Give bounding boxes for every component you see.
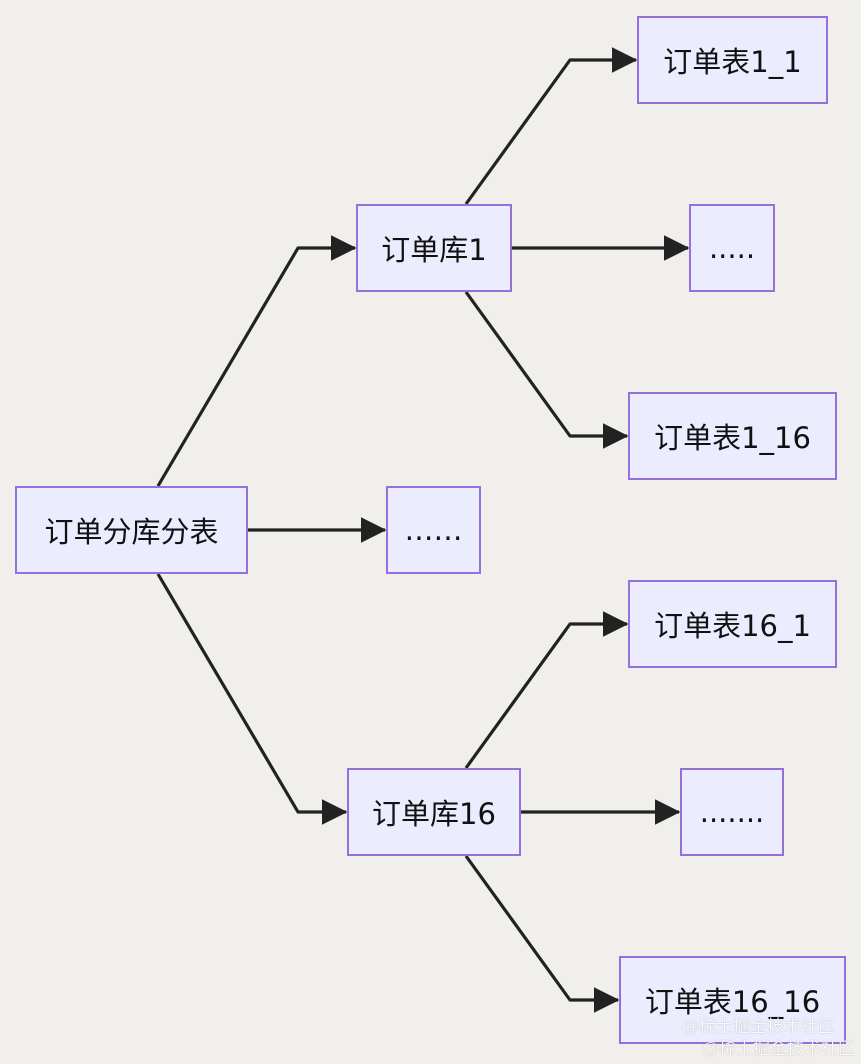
edge-db1-to-t1-16	[464, 291, 629, 449]
edge-db16-to-t16-1	[464, 611, 629, 769]
node-t1-1: 订单表1_1	[637, 16, 828, 104]
node-t1-16: 订单表1_16	[628, 392, 837, 480]
node-t16-16: 订单表16_16	[619, 956, 846, 1044]
edge-db16-to-t16-16	[464, 855, 620, 1013]
node-db16-ellipsis: .......	[680, 768, 784, 856]
watermark-line-1: @稀土掘金技术社区	[682, 1017, 835, 1037]
node-db-ellipsis: ……	[386, 486, 481, 574]
node-db1: 订单库1	[356, 204, 512, 292]
edge-db1-to-t1-1	[464, 47, 638, 205]
node-db16: 订单库16	[347, 768, 521, 856]
node-db1-ellipsis: .....	[689, 204, 775, 292]
edge-root-to-db16	[156, 573, 348, 825]
node-t16-1: 订单表16_1	[628, 580, 837, 668]
node-root: 订单分库分表	[15, 486, 248, 574]
edge-root-to-db1	[156, 235, 357, 487]
watermark-line-2: @稀土掘金技术社区	[702, 1039, 855, 1059]
